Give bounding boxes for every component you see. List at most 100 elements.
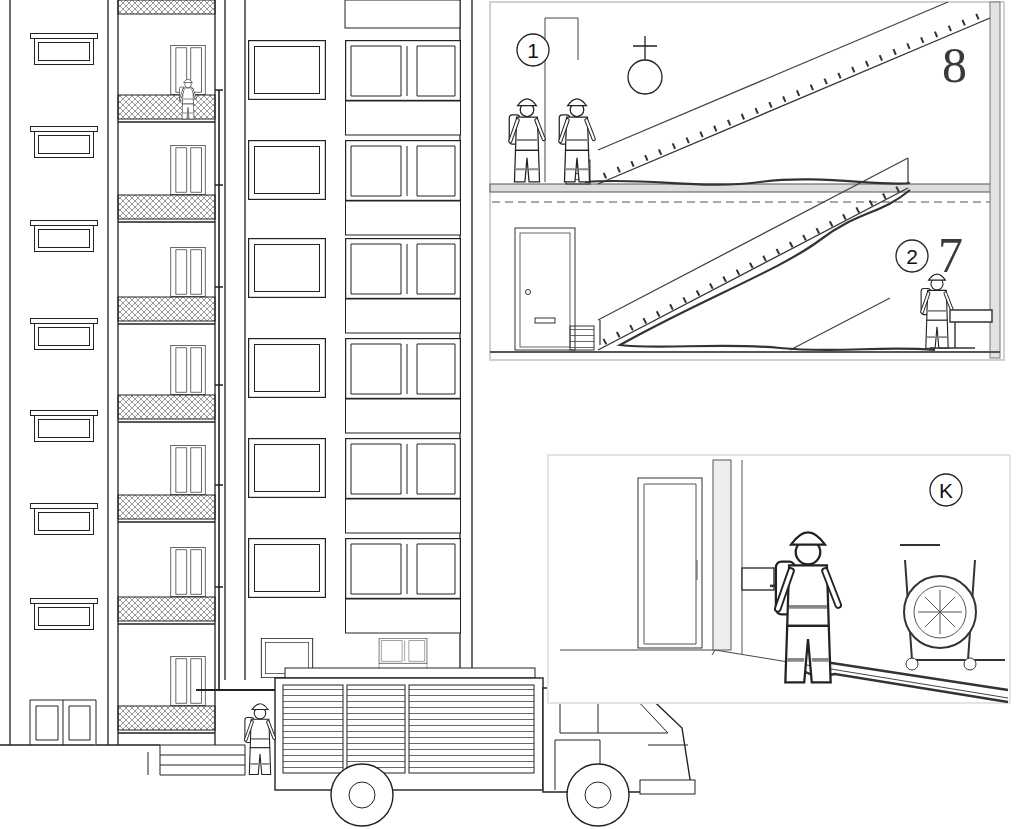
person-symbol xyxy=(628,60,662,94)
firefighter xyxy=(509,99,543,182)
balcony-railing xyxy=(118,297,215,321)
building-walls xyxy=(0,0,472,745)
balcony-window xyxy=(346,539,461,634)
balcony-window xyxy=(346,41,461,136)
firefighter xyxy=(559,99,593,182)
balcony-railing xyxy=(118,706,215,730)
balcony-door xyxy=(171,247,205,296)
callout-ring xyxy=(517,34,549,66)
floor-number: 8 xyxy=(942,40,967,90)
window xyxy=(249,141,326,200)
hose xyxy=(196,689,280,691)
callout-number: 2 xyxy=(895,239,929,273)
balcony-door xyxy=(171,145,205,194)
wheel xyxy=(567,764,629,826)
balcony-window xyxy=(346,439,461,534)
stair-stringer xyxy=(598,188,908,350)
shutter xyxy=(347,685,405,773)
inset-frame xyxy=(490,2,1004,360)
fan xyxy=(904,576,976,648)
shutter xyxy=(283,685,343,773)
door-detail xyxy=(644,484,697,644)
balcony-window xyxy=(346,239,461,334)
apartment-door xyxy=(515,228,575,350)
door-knob xyxy=(526,290,531,295)
firefighter xyxy=(245,704,274,775)
stair-stringer xyxy=(598,18,990,184)
ladder xyxy=(285,668,535,678)
riser-outlet xyxy=(930,310,992,348)
callout-circle: 2 xyxy=(895,239,929,273)
hose-bundle xyxy=(570,326,594,350)
firefighter xyxy=(921,274,952,348)
window xyxy=(31,504,98,535)
hub xyxy=(349,782,375,808)
door xyxy=(638,478,702,648)
hub xyxy=(585,782,611,808)
handrail xyxy=(598,2,948,150)
floor-number: 7 xyxy=(938,230,963,280)
fan-frame xyxy=(900,545,1005,660)
stairwell-inset xyxy=(490,2,1004,360)
balcony-door xyxy=(171,656,205,705)
window xyxy=(31,221,98,252)
wall-edge xyxy=(742,460,743,655)
callout-circle: K xyxy=(929,473,963,507)
balcony-door xyxy=(171,345,205,394)
floor-line xyxy=(490,351,1000,353)
top-panel xyxy=(345,0,460,28)
window xyxy=(249,239,326,298)
balcony-railing xyxy=(118,495,215,519)
entrance-doors xyxy=(30,700,96,745)
window xyxy=(249,439,326,498)
window xyxy=(249,539,326,598)
callout-ring xyxy=(930,474,962,506)
firefighter xyxy=(776,532,838,682)
callout-number: K xyxy=(929,473,963,507)
balcony-door xyxy=(171,547,205,596)
wheel xyxy=(331,764,393,826)
window xyxy=(31,411,98,442)
balcony-railing xyxy=(118,395,215,419)
truck-body xyxy=(275,678,543,790)
shutter xyxy=(409,685,534,773)
fan-wheel xyxy=(906,658,918,670)
balcony-window xyxy=(346,339,461,434)
inset-frame xyxy=(548,455,1010,703)
stair-steps xyxy=(604,187,902,342)
mail-slot xyxy=(535,318,555,323)
inlet-box xyxy=(742,568,774,590)
hose xyxy=(585,179,935,350)
handrail xyxy=(598,158,908,350)
firefighter xyxy=(180,79,197,119)
ceiling-line xyxy=(492,202,990,203)
inlet-inset xyxy=(548,455,1010,703)
balcony-slabs xyxy=(118,122,215,733)
window xyxy=(31,599,98,630)
floor-slab xyxy=(490,184,992,192)
fan-wheel xyxy=(964,658,976,670)
fan-blades xyxy=(918,590,962,634)
balcony-railing xyxy=(118,95,215,119)
entrance-steps xyxy=(148,745,245,775)
dry-riser-pipe xyxy=(215,90,223,690)
balcony-railing xyxy=(118,195,215,219)
callout-ring xyxy=(896,240,928,272)
top-railing xyxy=(118,0,215,14)
window xyxy=(31,127,98,158)
window xyxy=(31,319,98,350)
window xyxy=(249,339,326,398)
window xyxy=(31,34,98,65)
balcony-railing xyxy=(118,597,215,621)
balcony-door xyxy=(171,445,205,494)
stair-steps xyxy=(604,13,986,176)
callout-circle: 1 xyxy=(516,33,550,67)
wall xyxy=(990,2,1000,358)
person-symbol-cross xyxy=(633,36,657,60)
fan-guard xyxy=(914,586,966,638)
balcony-window xyxy=(346,141,461,236)
